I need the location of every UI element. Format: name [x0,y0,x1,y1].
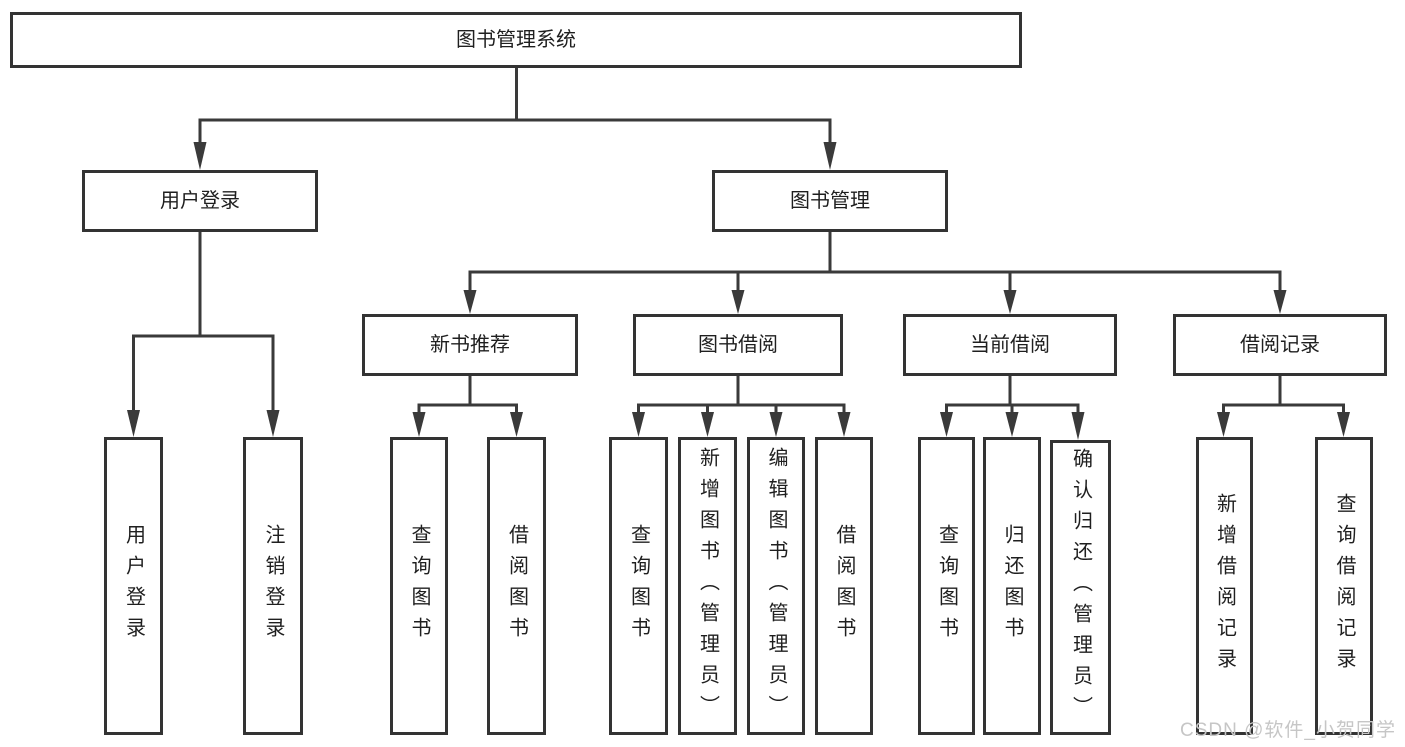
node-leaf-query-book-1: 查询图书 [390,437,448,735]
node-label: 图书管理 [790,190,870,212]
node-book-mgmt: 图书管理 [712,170,948,232]
node-label: 确认归还（管理员） [1069,448,1092,727]
node-current-borrow: 当前借阅 [903,314,1117,376]
node-new-book-recommend: 新书推荐 [362,314,578,376]
watermark: CSDN @软件_小贺同学 [1180,720,1396,741]
node-label: 当前借阅 [970,334,1050,356]
node-book-borrow: 图书借阅 [633,314,843,376]
node-leaf-borrow-book-2: 借阅图书 [815,437,873,735]
node-label: 图书借阅 [698,334,778,356]
node-label: 注销登录 [262,524,284,648]
node-label: 归还图书 [1001,524,1023,648]
node-label: 编辑图书（管理员） [765,446,787,726]
edge-book-mgmt-to-level3 [463,232,1287,314]
edge-new-book-to-leaves [412,376,523,437]
node-label: 借阅记录 [1240,334,1320,356]
node-leaf-logout: 注销登录 [243,437,303,735]
node-leaf-query-borrow-record: 查询借阅记录 [1315,437,1373,735]
node-leaf-query-book-3: 查询图书 [918,437,975,735]
node-leaf-query-book-2: 查询图书 [609,437,668,735]
node-leaf-confirm-return-admin: 确认归还（管理员） [1050,440,1111,735]
node-leaf-edit-book-admin: 编辑图书（管理员） [747,437,805,735]
edge-user-login-to-leaves [127,232,280,437]
node-label: 查询图书 [408,524,430,648]
node-label: 新增借阅记录 [1213,493,1236,679]
node-leaf-return-book: 归还图书 [983,437,1041,735]
edge-current-borrow-to-leaves [940,376,1085,440]
node-label: 新书推荐 [430,334,510,356]
node-leaf-user-login: 用户登录 [104,437,163,735]
node-leaf-add-book-admin: 新增图书（管理员） [678,437,737,735]
edge-borrow-records-to-leaves [1217,376,1350,437]
node-label: 图书管理系统 [456,29,576,51]
node-label: 查询借阅记录 [1333,493,1355,679]
node-borrow-records: 借阅记录 [1173,314,1387,376]
node-label: 查询图书 [935,524,958,648]
edge-book-borrow-to-leaves [632,376,851,437]
node-label: 查询图书 [627,524,650,648]
edge-root-to-level2 [193,68,837,170]
node-label: 用户登录 [160,190,240,212]
node-label: 用户登录 [122,524,145,648]
node-leaf-borrow-book-1: 借阅图书 [487,437,546,735]
node-user-login: 用户登录 [82,170,318,232]
node-label: 借阅图书 [505,524,528,648]
node-root: 图书管理系统 [10,12,1022,68]
node-label: 借阅图书 [833,524,855,648]
node-leaf-add-borrow-record: 新增借阅记录 [1196,437,1253,735]
node-label: 新增图书（管理员） [696,446,719,726]
